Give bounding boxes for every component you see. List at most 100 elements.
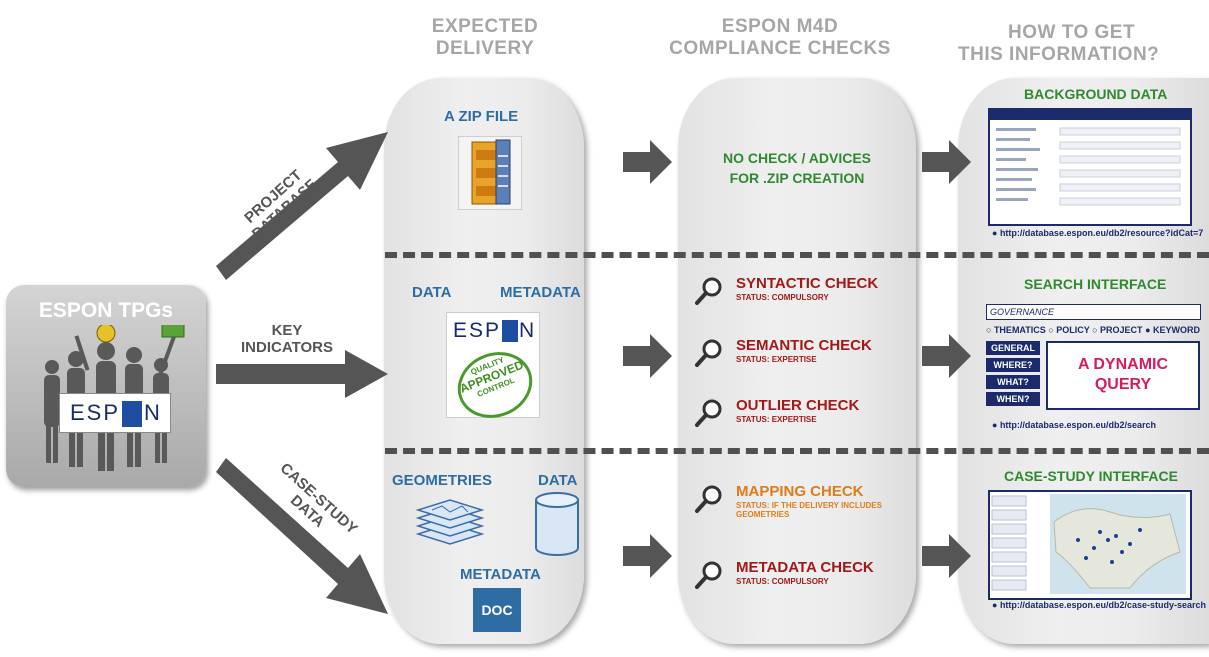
- doc-label: DOC: [481, 602, 513, 618]
- zip-file-label: A ZIP FILE: [444, 108, 519, 125]
- search-radios[interactable]: ○ THEMATICS ○ POLICY ○ PROJECT ● KEYWORD: [986, 325, 1200, 335]
- check-status: STATUS: EXPERTISE: [736, 355, 817, 364]
- banner-text: ESP: [70, 400, 121, 425]
- radio-policy[interactable]: ○ POLICY: [1048, 325, 1090, 335]
- dynamic-query-line: A DYNAMIC: [1077, 356, 1169, 373]
- dynamic-query-box: A DYNAMIC QUERY: [1046, 341, 1200, 410]
- map-thumbnail-icon: [991, 494, 1186, 594]
- espon-logo-text-n: N: [519, 319, 537, 342]
- header-expected-delivery: EXPECTED DELIVERY: [400, 16, 570, 60]
- nav-where-button[interactable]: WHERE?: [986, 358, 1040, 372]
- search-input[interactable]: GOVERNANCE: [986, 304, 1201, 320]
- arrow-project-database: [216, 132, 388, 280]
- magnifier-icon: [695, 339, 722, 367]
- sticker-yellow-icon: [96, 325, 116, 343]
- radio-label: PROJECT: [1100, 325, 1143, 335]
- header-compliance-checks: ESPON M4D COMPLIANCE CHECKS: [640, 16, 920, 60]
- magnifier-icon: [695, 485, 722, 513]
- quality-stamp-icon: QUALITY APPROVED CONTROL: [447, 341, 543, 429]
- check-title: OUTLIER CHECK: [736, 397, 860, 414]
- header-line: HOW TO GET: [1008, 22, 1136, 43]
- arrows-left: [216, 132, 388, 614]
- check-title: SEMANTIC CHECK: [736, 337, 872, 354]
- check-title: METADATA CHECK: [736, 559, 874, 576]
- check-status-line2: GEOMETRIES: [736, 510, 790, 519]
- radio-label: KEYWORD: [1153, 325, 1200, 335]
- background-data-screenshot: [988, 108, 1192, 226]
- check-status: STATUS: COMPULSORY: [736, 577, 829, 586]
- no-check-line: NO CHECK / ADVICES: [722, 150, 872, 166]
- no-check-line: FOR .ZIP CREATION: [729, 170, 865, 186]
- search-url[interactable]: ● http://database.espon.eu/db2/search: [992, 420, 1156, 430]
- geometry-layers-icon: [415, 499, 485, 545]
- magnifier-icon: [695, 399, 722, 427]
- checks-column: [678, 78, 916, 644]
- data-label-2: DATA: [538, 472, 578, 489]
- check-status: STATUS: COMPULSORY: [736, 293, 829, 302]
- arrow-row1-b: [922, 140, 971, 184]
- search-url-link[interactable]: http://database.espon.eu/db2/search: [999, 420, 1156, 430]
- radio-label: POLICY: [1056, 325, 1090, 335]
- header-how-to-get: HOW TO GET THIS INFORMATION?: [950, 22, 1209, 66]
- magnifier-icon: [695, 561, 722, 589]
- header-line: DELIVERY: [435, 38, 535, 59]
- case-study-title: CASE-STUDY INTERFACE: [1004, 468, 1178, 484]
- radio-project[interactable]: ○ PROJECT: [1092, 325, 1143, 335]
- doc-icon: DOC: [473, 588, 521, 632]
- case-study-url-link[interactable]: http://database.espon.eu/db2/case-study-…: [999, 600, 1206, 610]
- eu-flag-icon: [122, 401, 143, 428]
- banner-text-n: N: [144, 400, 162, 425]
- no-check-text: NO CHECK / ADVICES FOR .ZIP CREATION: [690, 148, 904, 188]
- espon-tpgs-box: ESPON TPGs ESP N: [6, 285, 206, 487]
- case-study-screenshot: [988, 490, 1192, 600]
- espon-logo: ESP N QUALITY APPROVED CONTROL: [446, 312, 543, 429]
- case-study-url[interactable]: ● http://database.espon.eu/db2/case-stud…: [992, 600, 1206, 610]
- espon-banner: ESP N: [59, 393, 171, 433]
- label-key-indicators: KEY INDICATORS: [222, 322, 352, 356]
- nav-what-button[interactable]: WHAT?: [986, 375, 1040, 389]
- form-rows-icon: [996, 127, 1181, 206]
- check-title: MAPPING CHECK: [736, 483, 864, 500]
- separator-top: [385, 252, 1209, 258]
- radio-label: THEMATICS: [993, 325, 1046, 335]
- eu-flag-icon: [502, 320, 519, 343]
- separator-bottom: [385, 448, 1209, 454]
- espon-logo-text: ESP: [453, 319, 502, 342]
- data-label: DATA: [412, 284, 452, 301]
- arrow-row1-a: [623, 140, 672, 184]
- arrow-row3-b: [922, 534, 971, 578]
- metadata-label-2: METADATA: [460, 566, 541, 583]
- espon-tpgs-title: ESPON TPGs: [38, 299, 174, 322]
- arrow-key-indicators: [216, 350, 388, 398]
- label-line: KEY: [271, 322, 303, 339]
- check-title: SYNTACTIC CHECK: [736, 275, 879, 292]
- check-status: STATUS: EXPERTISE: [736, 415, 817, 424]
- sticker-green-icon: [161, 325, 185, 338]
- metadata-label: METADATA: [500, 284, 581, 301]
- dynamic-query-line: QUERY: [1094, 376, 1152, 393]
- header-line: EXPECTED: [431, 16, 539, 37]
- label-line: INDICATORS: [241, 339, 333, 356]
- search-interface-title: SEARCH INTERFACE: [1024, 276, 1167, 292]
- database-cylinder-icon: [535, 492, 579, 556]
- radio-thematics[interactable]: ○ THEMATICS: [986, 325, 1046, 335]
- geometries-label: GEOMETRIES: [392, 472, 493, 489]
- nav-when-button[interactable]: WHEN?: [986, 392, 1040, 406]
- background-url-link[interactable]: http://database.espon.eu/db2/resource?id…: [999, 228, 1204, 238]
- arrow-case-study-data: [216, 458, 388, 614]
- nav-general-button[interactable]: GENERAL: [986, 341, 1040, 355]
- header-line: THIS INFORMATION?: [958, 44, 1160, 65]
- arrow-row2-a: [623, 334, 672, 378]
- magnifier-icon: [695, 277, 722, 305]
- radio-keyword[interactable]: ● KEYWORD: [1145, 325, 1200, 335]
- background-data-url[interactable]: ● http://database.espon.eu/db2/resource?…: [992, 228, 1204, 238]
- header-line: ESPON M4D: [721, 16, 839, 37]
- arrow-row3-a: [623, 534, 672, 578]
- arrow-row2-b: [922, 334, 971, 378]
- search-placeholder: GOVERNANCE: [990, 307, 1055, 317]
- zip-archive-icon: [458, 136, 522, 210]
- check-status: STATUS: IF THE DELIVERY INCLUDES: [736, 501, 882, 510]
- background-data-title: BACKGROUND DATA: [1024, 86, 1168, 102]
- header-line: COMPLIANCE CHECKS: [669, 38, 891, 59]
